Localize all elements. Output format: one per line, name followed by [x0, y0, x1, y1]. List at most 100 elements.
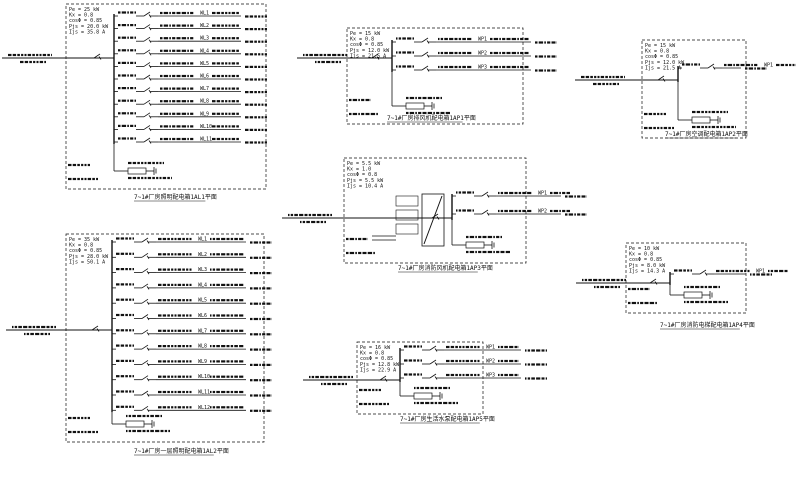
panel-parameter: Ijs = 14.3 A: [629, 268, 665, 274]
breaker-contact: [141, 252, 149, 258]
main-breaker: [364, 53, 386, 60]
panel-parameter: cosΦ = 0.85: [69, 18, 102, 24]
breaker-contact: [421, 51, 429, 57]
feeder-code: WP2: [478, 51, 487, 57]
panel-parameter: Ijs = 21.5 A: [350, 53, 386, 59]
panel-enclosure: [625, 242, 747, 314]
spd-body: [127, 167, 147, 175]
breaker-contact: [421, 37, 429, 43]
breaker-cross: [426, 68, 430, 72]
breaker-contact: [141, 268, 149, 273]
branch-breaker: [422, 359, 444, 366]
surge-protector: [127, 167, 157, 175]
breaker-cross: [148, 115, 152, 119]
panel-caption: 7~1#厂房排风机配电箱1AP1平面: [387, 114, 476, 122]
spd-body: [683, 291, 703, 299]
control-block: [395, 223, 419, 235]
panel-parameter: Ijs = 35.8 A: [69, 29, 105, 35]
panel-enclosure: [65, 3, 267, 190]
branch-breaker: [414, 51, 436, 58]
breaker-contact: [91, 325, 99, 331]
branch-breaker: [134, 405, 156, 413]
feeder-code: WP1: [756, 269, 765, 275]
breaker-cross: [146, 255, 150, 260]
branch-breaker: [422, 345, 444, 352]
branch-breaker: [134, 237, 156, 244]
branch-breaker: [134, 252, 156, 260]
breaker-cross: [662, 78, 666, 82]
breaker-contact: [429, 359, 437, 365]
feeder-code: WL9: [200, 111, 209, 117]
breaker-cross: [436, 216, 440, 220]
breaker-cross: [486, 212, 490, 216]
branch-breaker: [692, 269, 714, 276]
branch-breaker: [136, 74, 158, 81]
surge-protector: [413, 392, 443, 400]
panel-parameter: Ijs = 22.9 A: [360, 367, 396, 373]
branch-breaker: [136, 36, 158, 43]
spd-body: [125, 420, 145, 428]
breaker-cross: [148, 89, 152, 94]
breaker-contact: [143, 137, 151, 143]
breaker-cross: [146, 286, 150, 290]
surge-protector: [683, 291, 713, 299]
feeder-code: WP3: [478, 65, 487, 71]
breaker-cross: [434, 376, 438, 380]
feeder-code: WL7: [200, 86, 209, 92]
breaker-cross: [146, 377, 150, 382]
feeder-code: WL1: [200, 11, 209, 17]
main-breaker: [84, 325, 106, 332]
breaker-contact: [141, 314, 149, 319]
breaker-contact: [143, 49, 151, 55]
feeder-code: WP1: [764, 63, 773, 69]
feeder-code: WL2: [198, 252, 207, 258]
breaker-contact: [141, 283, 149, 289]
breaker-cross: [146, 332, 150, 336]
main-breaker: [642, 278, 664, 285]
panel-parameter: Kx = 0.8: [645, 49, 669, 55]
surge-protector: [465, 241, 495, 249]
branch-breaker: [136, 62, 158, 69]
branch-breaker: [134, 390, 156, 397]
breaker-contact: [141, 360, 149, 365]
branch-breaker: [422, 373, 444, 380]
breaker-contact: [143, 36, 151, 42]
control-frame: [421, 193, 445, 247]
panel-parameter: Pe = 10 kW: [629, 246, 660, 252]
surge-protector: [405, 102, 435, 110]
panel-parameter: Kx = 0.8: [629, 252, 653, 258]
feeder-code: WP3: [486, 373, 495, 379]
surge-protector: [125, 420, 155, 428]
panel-parameter: Pjs = 12.8 kW: [360, 362, 400, 368]
breaker-cross: [486, 194, 490, 198]
branch-breaker: [134, 283, 156, 290]
breaker-cross: [426, 54, 430, 58]
breaker-contact: [481, 191, 489, 197]
breaker-contact: [143, 11, 151, 17]
breaker-cross: [146, 301, 150, 305]
branch-breaker: [136, 87, 158, 94]
panel-caption: 7~1#厂房一层照明配电箱1AL2平面: [134, 447, 229, 455]
branch-breaker: [136, 112, 158, 119]
panel-caption: 7~1#厂房消防电梯配电箱1AP4平面: [660, 321, 755, 329]
spd-body: [691, 116, 711, 124]
panel-parameter: cosΦ = 0.85: [350, 42, 383, 48]
breaker-contact: [141, 298, 149, 304]
breaker-cross: [426, 40, 430, 44]
feeder-code: WL10: [200, 124, 212, 130]
feeder-code: WL11: [200, 137, 212, 143]
panel-parameter: cosΦ = 0.85: [360, 356, 393, 362]
panel-parameter: Kx = 0.8: [69, 243, 93, 249]
panel-parameter: Pjs = 20.0 kW: [69, 24, 109, 30]
panel-parameter: Ijs = 21.5 A: [645, 65, 681, 71]
panel-parameter: Pe = 15 kW: [350, 31, 381, 37]
breaker-cross: [146, 362, 150, 367]
branch-breaker: [414, 65, 436, 72]
panel-parameter: Pe = 35 kW: [69, 237, 100, 243]
